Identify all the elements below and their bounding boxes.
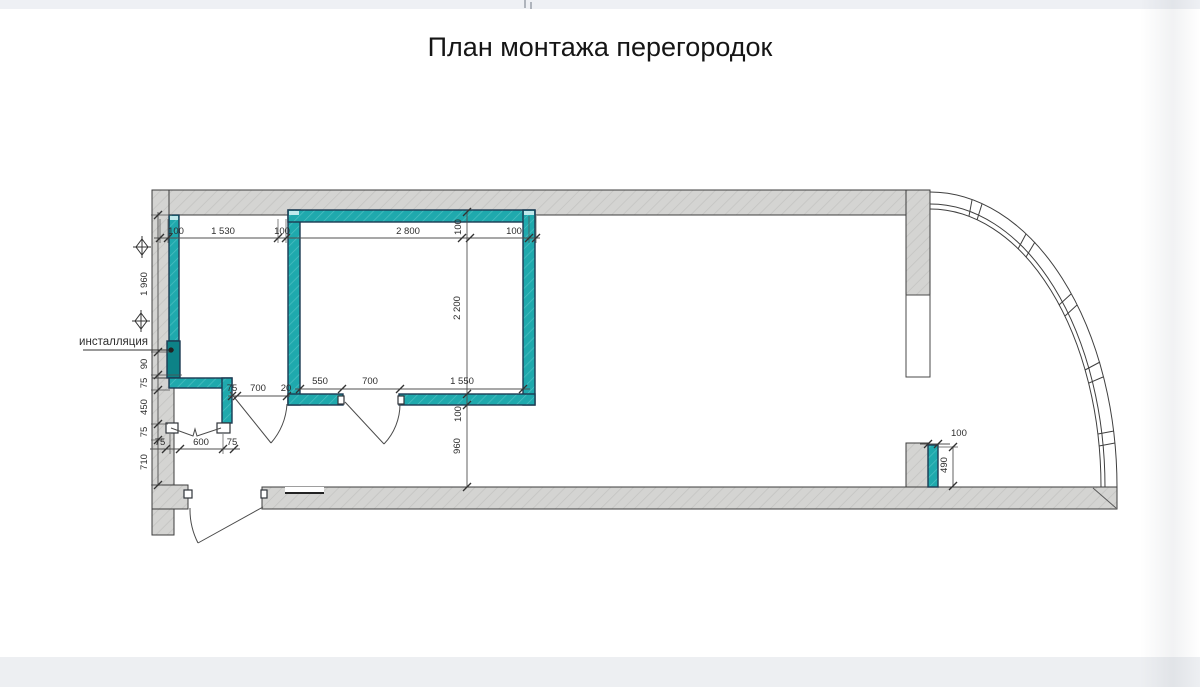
bottom-wall bbox=[261, 486, 1118, 510]
right-partition-segment bbox=[927, 444, 939, 488]
top-margin-band bbox=[0, 0, 1200, 9]
installation-leader-dot bbox=[168, 347, 174, 353]
dim-right-1: 490 bbox=[939, 457, 950, 473]
new-partitions bbox=[166, 209, 939, 488]
top-wall bbox=[151, 189, 931, 216]
entry-jamb-right bbox=[260, 489, 268, 499]
entry-door bbox=[189, 506, 264, 544]
plan-title: План монтажа перегородок bbox=[428, 32, 773, 62]
right-edge-shading bbox=[1140, 0, 1200, 687]
right-pier bbox=[905, 189, 931, 296]
entry-door-swing-arc bbox=[189, 507, 199, 544]
dim-left-1: 90 bbox=[139, 359, 150, 370]
left-wall-lower bbox=[151, 377, 175, 536]
facade-inner-arc-2 bbox=[929, 208, 1102, 488]
dim-center-0: 100 bbox=[453, 219, 464, 235]
dim-ticks bbox=[153, 207, 958, 492]
dim-right-0: 100 bbox=[951, 428, 967, 439]
main-room-door-leaf bbox=[344, 401, 385, 445]
doors bbox=[170, 391, 401, 544]
dim-left-2: 75 bbox=[139, 378, 150, 389]
dim-roombottom-2: 1 550 bbox=[450, 376, 474, 387]
right-opening-outline bbox=[905, 294, 931, 378]
installation-block bbox=[166, 340, 181, 379]
corridor-door-leaf bbox=[229, 391, 272, 444]
partition-end-caps bbox=[170, 211, 534, 220]
main-room-top-wall bbox=[287, 209, 536, 223]
main-room-left-wall bbox=[287, 209, 301, 406]
dim-smallroom-0: 75 bbox=[155, 437, 166, 448]
dim-corridor-0: 75 bbox=[227, 383, 238, 394]
corridor-door bbox=[229, 391, 288, 444]
dim-center-3: 960 bbox=[452, 438, 463, 454]
wall-end-bevel bbox=[1092, 487, 1117, 509]
dim-top-2: 100 bbox=[274, 226, 290, 237]
corridor-door-swing-arc bbox=[270, 403, 288, 444]
dim-left-5: 710 bbox=[139, 454, 150, 470]
installation-label: инсталляция bbox=[79, 336, 148, 348]
survey-marker-icon bbox=[132, 310, 150, 332]
dim-roombottom-1: 700 bbox=[362, 376, 378, 387]
dim-top-1: 1 530 bbox=[211, 226, 235, 237]
bifold-door bbox=[170, 427, 222, 437]
dim-extension-lines bbox=[151, 214, 958, 486]
dim-left-0: 1 960 bbox=[139, 272, 150, 296]
bottom-right-stub bbox=[905, 442, 929, 488]
dim-smallroom-1: 600 bbox=[193, 437, 209, 448]
dim-top-4: 100 bbox=[506, 226, 522, 237]
dim-left-3: 450 bbox=[139, 399, 150, 415]
entry-jamb-left bbox=[183, 489, 193, 499]
dim-top-3: 2 800 bbox=[396, 226, 420, 237]
facade-outer-arc bbox=[929, 191, 1118, 488]
photo-artifact-marks bbox=[524, 0, 532, 9]
small-room-jamb-right bbox=[216, 422, 231, 434]
entry-door-leaf bbox=[197, 506, 264, 544]
dim-top-0: 100 bbox=[168, 226, 184, 237]
dim-center-2: 100 bbox=[453, 406, 464, 422]
bottom-margin-band bbox=[0, 657, 1200, 687]
dim-corridor-1: 700 bbox=[250, 383, 266, 394]
main-room-jamb-left bbox=[337, 395, 345, 405]
facade-mullions bbox=[968, 199, 1116, 447]
dim-roombottom-0: 550 bbox=[312, 376, 328, 387]
main-room-jamb-right bbox=[397, 395, 405, 405]
entry-corner-block bbox=[151, 484, 189, 510]
dim-center-1: 2 200 bbox=[452, 296, 463, 320]
main-room-door bbox=[344, 401, 401, 445]
bottom-wall-niche bbox=[285, 487, 324, 494]
dim-smallroom-2: 75 bbox=[227, 437, 238, 448]
installation-callout: инсталляция bbox=[79, 336, 174, 353]
main-room-door-swing-arc bbox=[383, 403, 401, 445]
existing-walls bbox=[151, 189, 1118, 536]
main-room-bottom-wall-left bbox=[287, 393, 344, 406]
curved-facade bbox=[929, 191, 1118, 488]
survey-markers bbox=[132, 236, 151, 332]
dimension-lines bbox=[150, 207, 958, 492]
dim-corridor-2: 20 bbox=[281, 383, 292, 394]
dim-left-4: 75 bbox=[139, 427, 150, 438]
survey-marker-icon bbox=[133, 236, 151, 258]
dimension-labels: 100 1 530 100 2 800 100 1 960 90 75 450 … bbox=[139, 219, 967, 473]
